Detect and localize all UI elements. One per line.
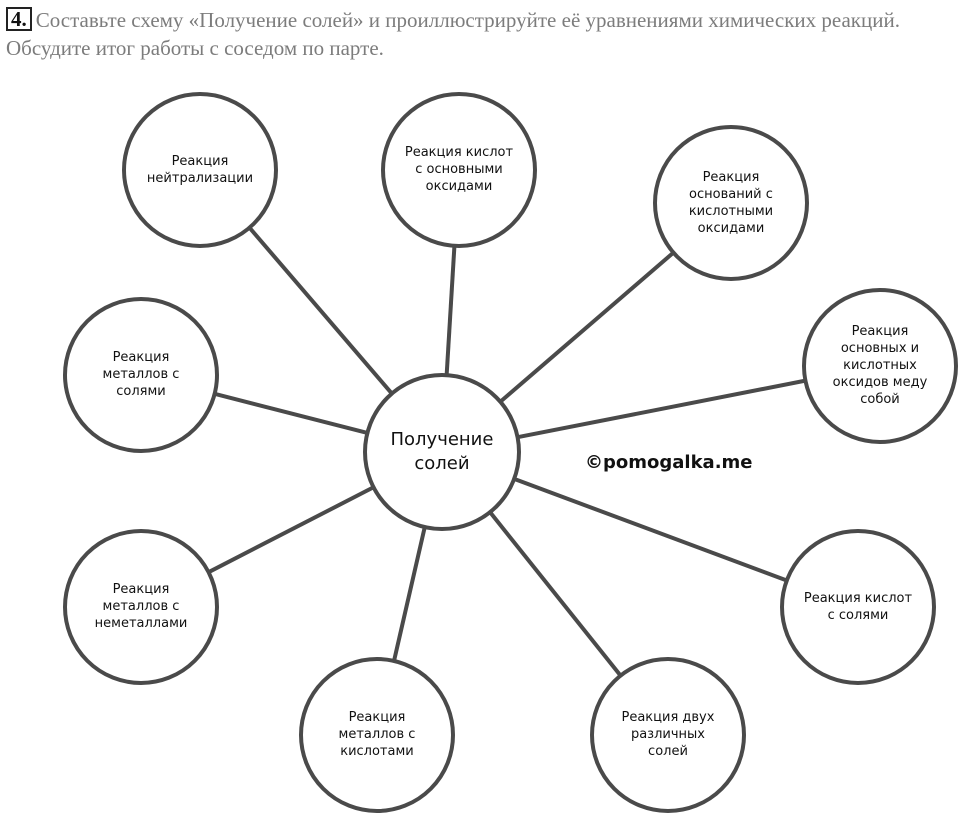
node-circle-metals-acids (299, 657, 455, 813)
node-label-two-salts: Реакция двух различных солей (621, 710, 715, 760)
center-circle (363, 373, 521, 531)
center-label: Получение солей (390, 428, 494, 474)
node-circle-neutralization (122, 92, 278, 248)
node-circle-acids-salts (780, 529, 936, 685)
node-circle-metals-salts (63, 297, 219, 453)
connector-bases-acid-oxides (499, 251, 675, 404)
node-circle-two-salts (590, 657, 746, 813)
node-circle-acids-basic-oxides (381, 92, 537, 248)
connector-metals-salts (214, 391, 368, 435)
watermark: ©pomogalka.me (585, 452, 753, 473)
connector-two-salts (488, 510, 623, 677)
node-label-metals-nonmetals: Реакция металлов с неметаллами (94, 582, 188, 632)
node-label-basic-acid-oxides: Реакция основных и кислотных оксидов мед… (832, 324, 928, 408)
connector-basic-acid-oxides (517, 378, 806, 440)
node-label-neutralization: Реакция нейтрализации (146, 153, 254, 186)
connector-acids-salts (513, 477, 788, 583)
task-text: Составьте схему «Получение солей» и прои… (6, 8, 900, 60)
node-circle-bases-acid-oxides (653, 125, 809, 281)
connector-metals-acids (392, 526, 427, 662)
task-number: 4. (6, 7, 32, 31)
node-circle-metals-nonmetals (63, 529, 219, 685)
connector-acids-basic-oxides (444, 245, 457, 376)
node-label-metals-acids: Реакция металлов с кислотами (338, 710, 416, 760)
node-label-bases-acid-oxides: Реакция оснований с кислотными оксидами (688, 169, 774, 236)
connector-metals-nonmetals (207, 485, 375, 574)
task-statement: 4.Составьте схему «Получение солей» и пр… (6, 6, 956, 62)
node-label-acids-basic-oxides: Реакция кислот с основными оксидами (404, 145, 514, 195)
node-label-acids-salts: Реакция кислот с солями (803, 590, 913, 623)
connector-neutralization (247, 226, 394, 395)
node-label-metals-salts: Реакция металлов с солями (102, 350, 180, 400)
node-circle-basic-acid-oxides (802, 288, 958, 444)
